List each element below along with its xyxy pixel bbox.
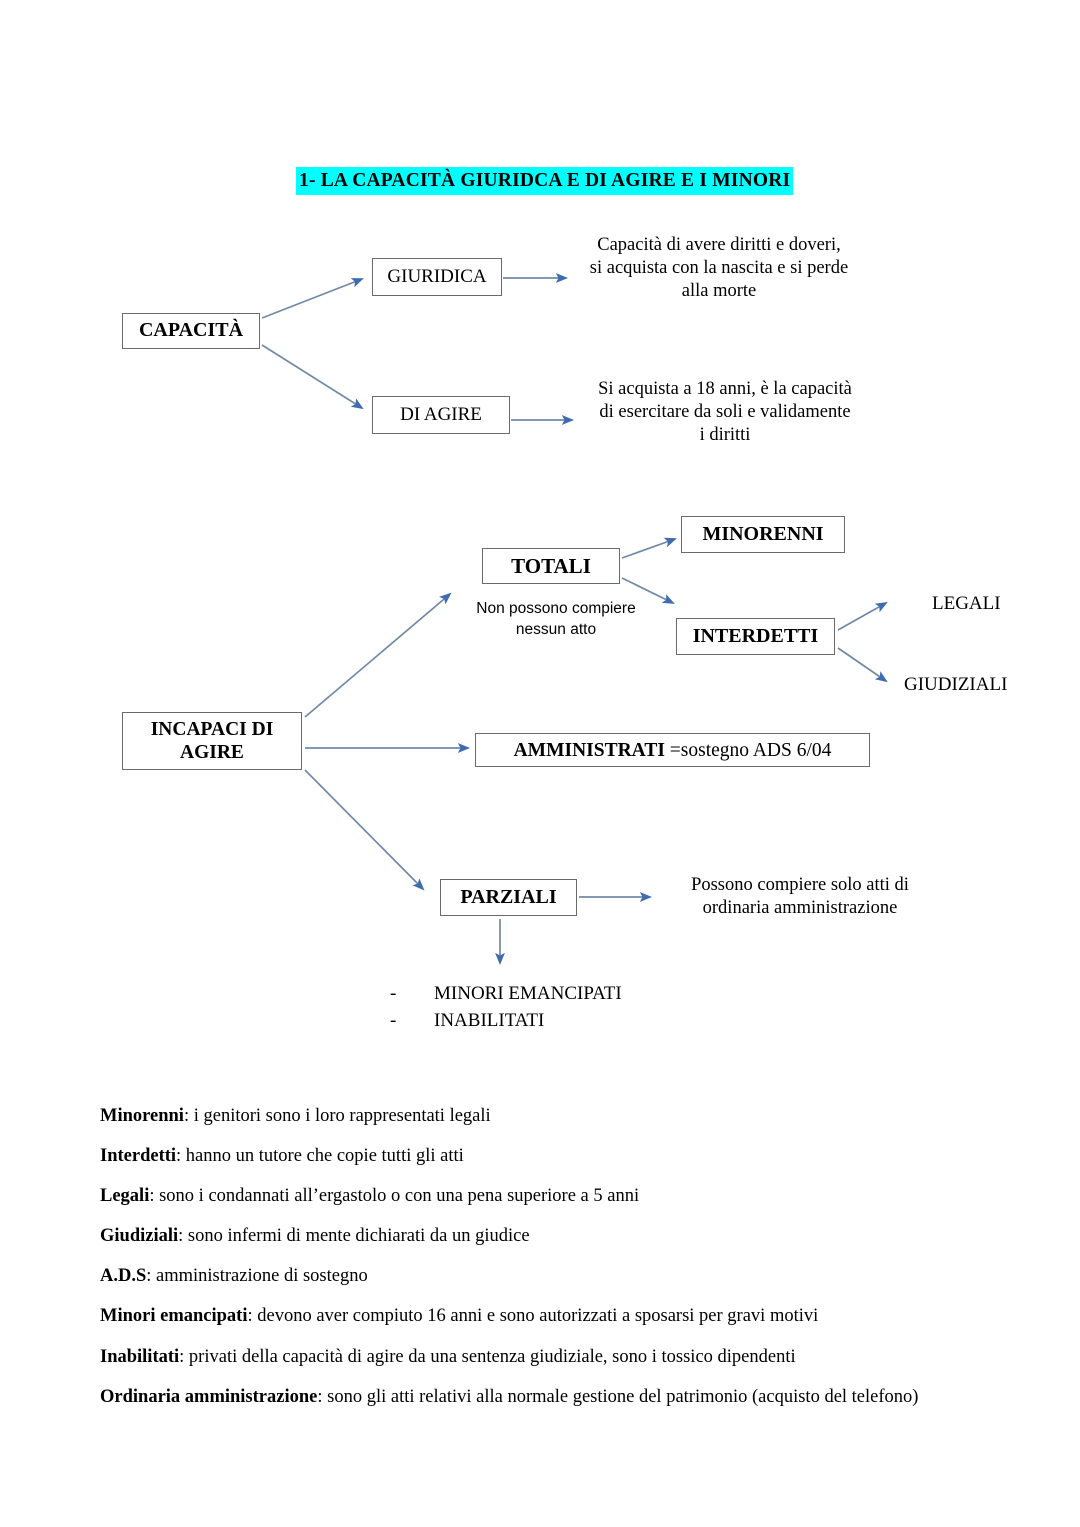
glossary-term: A.D.S [100, 1266, 147, 1287]
node-amministrati-label: AMMINISTRATI =sostegno ADS 6/04 [514, 739, 832, 762]
list-bullet: - [390, 1009, 397, 1031]
glossary-row: A.D.S: amministrazione di sostegno [100, 1267, 1020, 1286]
note-di-agire-line-1: Si acquista a 18 anni, è la capacità [598, 379, 852, 399]
glossary-definition: : sono i condannati all’ergastolo o con … [149, 1186, 640, 1207]
glossary-term: Minori emancipati [100, 1306, 248, 1327]
glossary-list: Minorenni: i genitori sono i loro rappre… [100, 1107, 1020, 1428]
node-amministrati-label-bold: AMMINISTRATI [513, 739, 665, 761]
glossary-term: Ordinaria amministrazione [100, 1386, 318, 1407]
label-legali: LEGALI [932, 592, 1080, 616]
note-totali-line-2: nessun atto [515, 621, 597, 639]
list-item: - INABILITATI [390, 1008, 622, 1035]
note-totali-line-1: Non possono compiere [476, 600, 636, 617]
node-incapaci-di-agire-label: INCAPACI DI AGIRE [151, 718, 274, 764]
note-giuridica-line-1: Capacità di avere diritti e doveri, [597, 235, 841, 255]
arrow-incapaci-totali [304, 592, 452, 718]
glossary-row: Inabilitati: privati della capacità di a… [100, 1346, 1020, 1367]
glossary-row: Minorenni: i genitori sono i loro rappre… [100, 1107, 1020, 1126]
list-item: - MINORI EMANCIPATI [390, 981, 622, 1008]
arrow-interdetti-giudiziali [837, 647, 888, 683]
glossary-definition: : sono infermi di mente dichiarati da un… [178, 1226, 530, 1247]
glossary-row: Giudiziali: sono infermi di mente dichia… [100, 1227, 1020, 1246]
label-giudiziali-text: GIUDIZIALI [904, 674, 1008, 695]
arrow-capacita-giuridica [261, 278, 364, 319]
node-capacita-label: CAPACITÀ [138, 319, 244, 342]
page-title-text: 1- LA CAPACITÀ GIURIDCA E DI AGIRE E I M… [296, 167, 794, 196]
node-incapaci-di-agire: INCAPACI DI AGIRE [122, 712, 302, 770]
node-incapaci-line-1: INCAPACI DI [150, 719, 274, 740]
note-giuridica-line-2: si acquista con la nascita e si perde [589, 257, 849, 278]
glossary-term: Legali [100, 1186, 150, 1207]
note-totali: Non possono compiere nessun atto [466, 598, 646, 640]
note-di-agire-line-3: i diritti [699, 424, 751, 445]
arrow-totali-minorenni [621, 537, 677, 559]
glossary-term: Inabilitati [100, 1346, 180, 1367]
arrow-incapaci-parziali [304, 769, 425, 891]
node-minorenni-label: MINORENNI [702, 522, 824, 545]
parziali-item-list: - MINORI EMANCIPATI - INABILITATI [390, 981, 622, 1035]
page-title: 1- LA CAPACITÀ GIURIDCA E DI AGIRE E I M… [296, 167, 794, 196]
node-incapaci-line-2: AGIRE [180, 742, 244, 763]
node-totali: TOTALI [482, 548, 620, 584]
node-totali-label: TOTALI [511, 553, 591, 578]
list-item-text: MINORI EMANCIPATI [434, 983, 622, 1004]
label-legali-text: LEGALI [932, 593, 1001, 614]
node-amministrati-label-rest: =sostegno ADS 6/04 [664, 739, 832, 761]
node-di-agire-label: DI AGIRE [400, 403, 482, 425]
node-giuridica: GIURIDICA [372, 258, 502, 296]
glossary-row: Legali: sono i condannati all’ergastolo … [100, 1187, 1020, 1206]
glossary-row: Interdetti: hanno un tutore che copie tu… [100, 1147, 1020, 1166]
list-bullet: - [390, 983, 397, 1004]
note-giuridica-line-3: alla morte [681, 280, 757, 301]
glossary-term: Minorenni [100, 1106, 184, 1126]
note-di-agire-line-2: di esercitare da soli e validamente [599, 401, 851, 422]
arrow-interdetti-legali [837, 601, 888, 631]
list-item-text: INABILITATI [434, 1009, 545, 1031]
node-di-agire: DI AGIRE [372, 396, 510, 434]
node-parziali: PARZIALI [440, 879, 577, 916]
glossary-definition: : amministrazione di sostegno [146, 1266, 368, 1287]
note-parziali: Possono compiere solo atti di ordinaria … [650, 874, 950, 920]
node-minorenni: MINORENNI [681, 516, 845, 553]
note-parziali-line-1: Possono compiere solo atti di [691, 875, 909, 895]
glossary-term: Giudiziali [100, 1226, 179, 1247]
glossary-definition: : sono gli atti relativi alla normale ge… [317, 1386, 919, 1407]
glossary-term: Interdetti [100, 1146, 177, 1167]
label-giudiziali: GIUDIZIALI [904, 673, 1080, 697]
node-amministrati: AMMINISTRATI =sostegno ADS 6/04 [475, 733, 870, 767]
arrow-capacita-diagire [261, 344, 364, 410]
glossary-definition: : hanno un tutore che copie tutti gli at… [176, 1146, 464, 1167]
glossary-row: Ordinaria amministrazione: sono gli atti… [100, 1386, 1020, 1407]
node-interdetti: INTERDETTI [676, 618, 835, 655]
note-parziali-line-2: ordinaria amministrazione [702, 897, 898, 918]
node-capacita: CAPACITÀ [122, 313, 260, 349]
glossary-definition: : i genitori sono i loro rappresentati l… [183, 1106, 491, 1126]
glossary-definition: : devono aver compiuto 16 anni e sono au… [247, 1306, 819, 1327]
glossary-definition: : privati della capacità di agire da una… [179, 1346, 796, 1367]
node-interdetti-label: INTERDETTI [692, 624, 819, 647]
glossary-row: Minori emancipati: devono aver compiuto … [100, 1307, 1020, 1326]
node-parziali-label: PARZIALI [460, 885, 557, 908]
note-giuridica: Capacità di avere diritti e doveri, si a… [566, 234, 872, 303]
note-di-agire: Si acquista a 18 anni, è la capacità di … [572, 378, 878, 447]
node-giuridica-label: GIURIDICA [387, 265, 487, 287]
